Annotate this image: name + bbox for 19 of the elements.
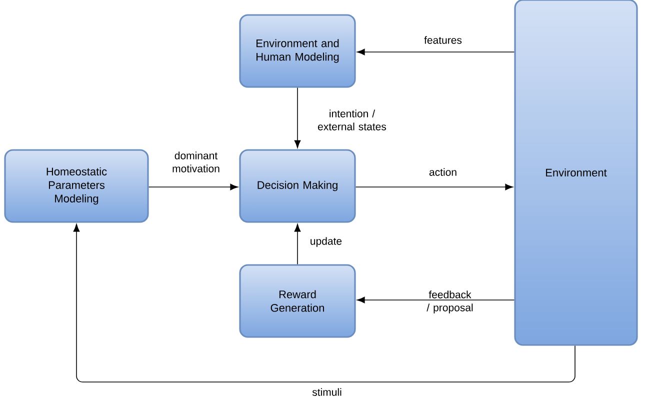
edge-label: features — [424, 36, 462, 44]
arrow — [294, 224, 301, 265]
edge-label: action — [429, 168, 456, 176]
edge-label: stimuli — [312, 388, 342, 396]
arrow — [357, 296, 515, 304]
process-box: Reward Generation — [239, 264, 356, 338]
arrow — [73, 224, 576, 382]
process-box: Decision Making — [239, 149, 356, 223]
edge-label: update — [310, 237, 342, 247]
environment-column: Environment — [514, 0, 638, 346]
process-box: Homeostatic Parameters Modeling — [4, 149, 149, 223]
arrow — [357, 48, 515, 56]
edge-label: dominant motivation — [172, 152, 220, 172]
edge-label: feedback / proposal — [426, 290, 473, 314]
edge-label: intention / external states — [318, 110, 386, 130]
arrow — [148, 184, 238, 190]
process-box: Environment and Human Modeling — [239, 14, 356, 88]
arrow — [294, 87, 301, 148]
arrow — [355, 184, 514, 190]
